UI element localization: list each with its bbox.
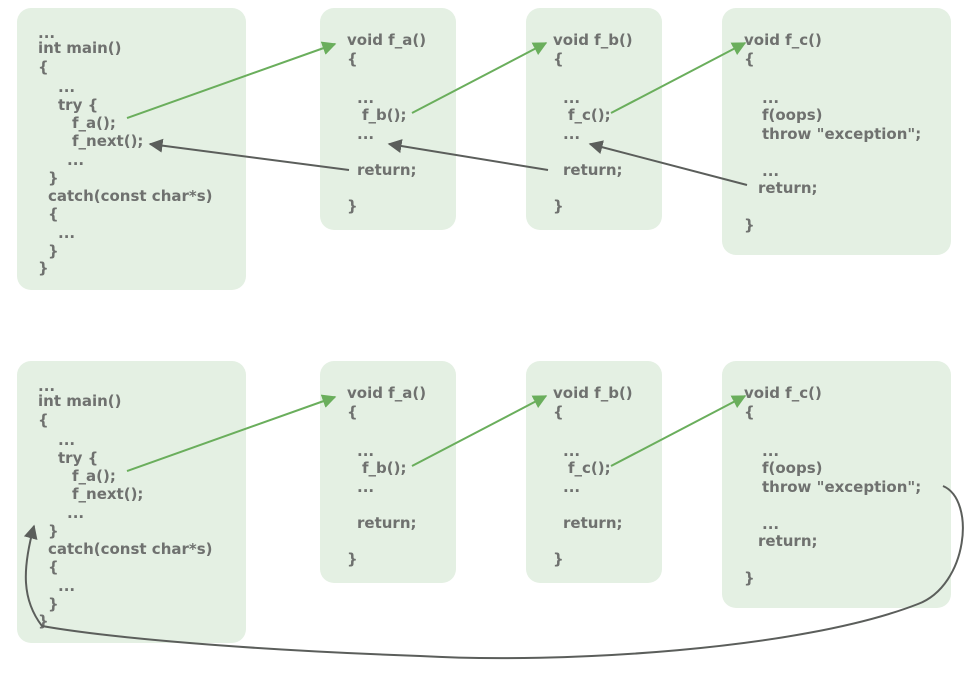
code-line-main-row1: { — [48, 205, 59, 223]
code-line-main-row1: { — [38, 58, 49, 76]
code-line-f-b-row1: ... — [563, 89, 581, 107]
code-line-f-a-row2: ... — [357, 442, 375, 460]
code-line-f-a-row1: { — [347, 50, 358, 68]
code-line-f-c-row2: } — [744, 569, 755, 587]
code-line-main-row1: catch(const char*s) — [48, 187, 213, 205]
code-line-f-b-row1: return; — [563, 161, 623, 179]
code-line-main-row1: try { — [58, 96, 99, 114]
code-line-main-row1: ... — [58, 224, 76, 242]
code-line-f-c-row2: throw "exception"; — [762, 478, 922, 496]
code-line-main-row1: int main() — [38, 39, 122, 57]
code-line-main-row1: } — [48, 169, 59, 187]
code-line-main-row2: } — [38, 612, 49, 630]
code-line-f-c-row2: void f_c() — [744, 384, 822, 402]
code-line-main-row1: f_a(); — [72, 114, 116, 132]
code-line-f-b-row1: f_c(); — [568, 106, 611, 124]
code-line-f-a-row1: return; — [357, 161, 417, 179]
code-line-main-row2: catch(const char*s) — [48, 540, 213, 558]
code-line-main-row2: } — [48, 522, 59, 540]
code-line-main-row2: f_a(); — [72, 467, 116, 485]
code-line-main-row2: ... — [58, 431, 76, 449]
code-panel-f-c-row1 — [722, 8, 951, 255]
code-line-f-c-row1: void f_c() — [744, 31, 822, 49]
code-line-f-a-row1: } — [347, 197, 358, 215]
code-line-f-a-row1: ... — [357, 89, 375, 107]
code-line-f-c-row1: { — [744, 50, 755, 68]
code-line-f-a-row2: { — [347, 403, 358, 421]
code-line-f-b-row2: f_c(); — [568, 459, 611, 477]
code-line-f-b-row1: } — [553, 197, 564, 215]
code-line-f-c-row1: ... — [762, 162, 780, 180]
code-line-f-c-row1: return; — [758, 179, 818, 197]
code-line-f-c-row1: f(oops) — [762, 106, 823, 124]
code-line-f-a-row2: return; — [357, 514, 417, 532]
code-line-f-b-row1: ... — [563, 125, 581, 143]
code-line-f-c-row1: ... — [762, 89, 780, 107]
code-line-main-row2: ... — [67, 504, 85, 522]
code-line-f-b-row2: ... — [563, 442, 581, 460]
code-line-f-a-row2: void f_a() — [347, 384, 427, 402]
code-line-f-c-row1: throw "exception"; — [762, 125, 922, 143]
code-line-main-row1: ... — [38, 24, 56, 42]
code-line-main-row1: ... — [58, 78, 76, 96]
code-line-main-row2: f_next(); — [72, 485, 144, 503]
code-line-f-b-row1: void f_b() — [553, 31, 633, 49]
code-line-main-row2: } — [48, 595, 59, 613]
code-line-main-row1: } — [38, 259, 49, 277]
code-line-f-a-row1: ... — [357, 125, 375, 143]
code-line-main-row1: ... — [67, 151, 85, 169]
code-line-f-b-row2: ... — [563, 478, 581, 496]
code-line-f-b-row2: } — [553, 550, 564, 568]
code-line-f-a-row1: void f_a() — [347, 31, 427, 49]
code-line-f-c-row2: { — [744, 403, 755, 421]
code-line-f-b-row2: void f_b() — [553, 384, 633, 402]
code-line-main-row1: f_next(); — [72, 132, 144, 150]
code-line-main-row2: { — [38, 411, 49, 429]
code-line-f-c-row2: f(oops) — [762, 459, 823, 477]
code-line-main-row2: int main() — [38, 392, 122, 410]
code-line-f-c-row2: ... — [762, 515, 780, 533]
code-line-f-a-row1: f_b(); — [362, 106, 407, 124]
code-line-main-row2: try { — [58, 449, 99, 467]
code-line-f-c-row2: ... — [762, 442, 780, 460]
code-line-main-row2: { — [48, 558, 59, 576]
code-line-f-a-row2: f_b(); — [362, 459, 407, 477]
code-line-f-b-row2: { — [553, 403, 564, 421]
code-line-main-row2: ... — [38, 377, 56, 395]
code-line-f-b-row2: return; — [563, 514, 623, 532]
code-line-main-row1: } — [48, 242, 59, 260]
code-line-f-c-row2: return; — [758, 532, 818, 550]
code-line-f-a-row2: ... — [357, 478, 375, 496]
code-line-f-a-row2: } — [347, 550, 358, 568]
code-line-f-c-row1: } — [744, 216, 755, 234]
code-line-f-b-row1: { — [553, 50, 564, 68]
code-line-main-row2: ... — [58, 577, 76, 595]
